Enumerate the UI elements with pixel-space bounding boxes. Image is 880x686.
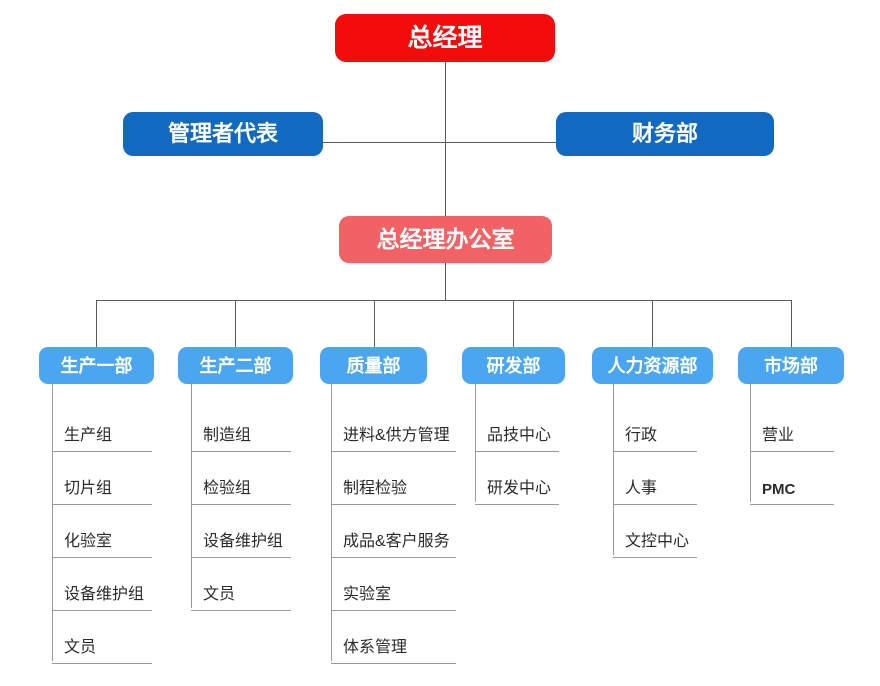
sub-item-marketing-1[interactable]: PMC: [750, 452, 834, 505]
connector-drop-dept-4: [513, 300, 514, 347]
connector-office-vertical: [445, 142, 446, 216]
sub-item-production-1-1[interactable]: 切片组: [52, 452, 152, 505]
node-finance-department[interactable]: 财务部: [556, 112, 774, 156]
node-management-representative-label: 管理者代表: [167, 121, 278, 146]
node-department-quality[interactable]: 质量部: [320, 347, 427, 384]
node-department-marketing-label: 市场部: [764, 355, 818, 376]
connector-drop-dept-3: [374, 300, 375, 347]
node-department-marketing[interactable]: 市场部: [738, 347, 844, 384]
sub-stem-hr: [613, 384, 614, 555]
sub-item-production-2-3[interactable]: 文员: [191, 558, 291, 611]
connector-office-down: [445, 263, 446, 301]
sub-item-quality-4[interactable]: 体系管理: [331, 611, 456, 664]
sub-item-hr-1[interactable]: 人事: [613, 452, 697, 505]
connector-department-bus: [96, 300, 791, 301]
node-management-representative[interactable]: 管理者代表: [123, 112, 323, 156]
sub-stem-rnd: [475, 384, 476, 502]
connector-ceo-vertical: [445, 62, 446, 142]
sub-item-rnd-0[interactable]: 品技中心: [475, 384, 559, 452]
node-department-production-1[interactable]: 生产一部: [39, 347, 154, 384]
sub-stem-marketing: [750, 384, 751, 502]
sub-item-production-1-4[interactable]: 文员: [52, 611, 152, 664]
node-department-production-2-label: 生产二部: [199, 355, 272, 376]
connector-drop-dept-5: [652, 300, 653, 347]
node-gm-office-label: 总经理办公室: [376, 226, 515, 252]
sub-item-quality-3[interactable]: 实验室: [331, 558, 456, 611]
connector-drop-dept-6: [791, 300, 792, 347]
sub-item-quality-1[interactable]: 制程检验: [331, 452, 456, 505]
sub-item-marketing-0[interactable]: 营业: [750, 384, 834, 452]
sub-item-production-1-0[interactable]: 生产组: [52, 384, 152, 452]
sub-item-quality-0[interactable]: 进料&供方管理: [331, 384, 456, 452]
sub-item-hr-2[interactable]: 文控中心: [613, 505, 697, 558]
sub-item-production-2-0[interactable]: 制造组: [191, 384, 291, 452]
sub-item-rnd-1[interactable]: 研发中心: [475, 452, 559, 505]
node-department-hr-label: 人力资源部: [607, 355, 698, 376]
node-department-quality-label: 质量部: [346, 355, 401, 376]
sub-item-production-1-3[interactable]: 设备维护组: [52, 558, 152, 611]
connector-drop-dept-1: [96, 300, 97, 347]
node-department-production-2[interactable]: 生产二部: [178, 347, 293, 384]
sub-item-production-1-2[interactable]: 化验室: [52, 505, 152, 558]
sub-item-production-2-2[interactable]: 设备维护组: [191, 505, 291, 558]
node-general-manager-label: 总经理: [407, 23, 483, 52]
sub-item-production-2-1[interactable]: 检验组: [191, 452, 291, 505]
node-department-rnd[interactable]: 研发部: [462, 347, 565, 384]
sub-stem-production-1: [52, 384, 53, 661]
connector-drop-dept-2: [235, 300, 236, 347]
node-gm-office[interactable]: 总经理办公室: [339, 216, 552, 263]
sub-stem-quality: [331, 384, 332, 661]
sub-item-hr-0[interactable]: 行政: [613, 384, 697, 452]
node-general-manager[interactable]: 总经理: [335, 14, 555, 62]
node-department-rnd-label: 研发部: [486, 355, 541, 376]
sub-item-quality-2[interactable]: 成品&客户服务: [331, 505, 456, 558]
node-finance-department-label: 财务部: [631, 121, 698, 146]
node-department-production-1-label: 生产一部: [60, 355, 133, 376]
sub-stem-production-2: [191, 384, 192, 608]
node-department-hr[interactable]: 人力资源部: [592, 347, 713, 384]
